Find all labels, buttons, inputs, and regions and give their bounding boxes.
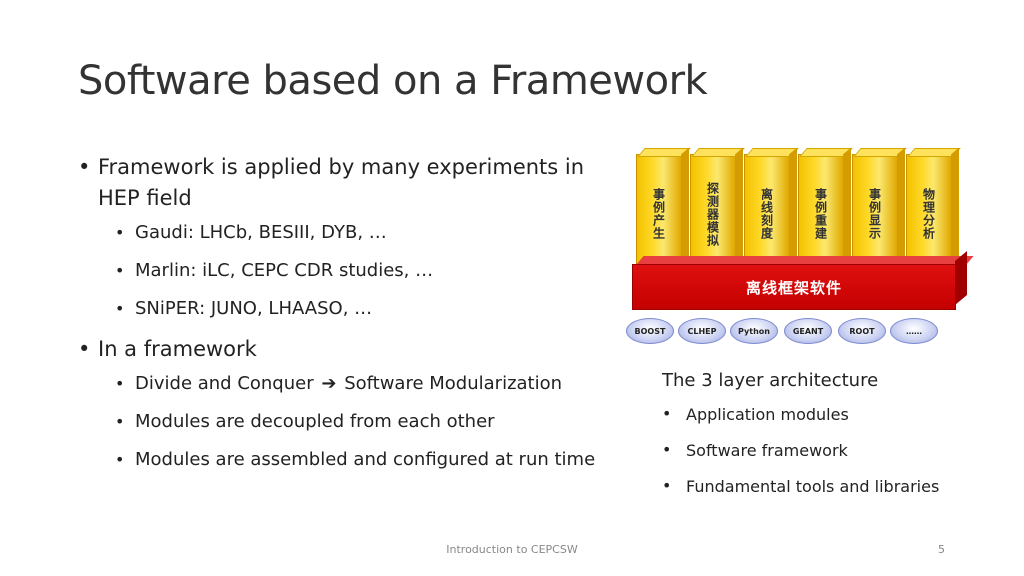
pillar-label: 物理分析 xyxy=(921,188,936,240)
sub-bullet-marlin: Marlin: iLC, CEPC CDR studies, … xyxy=(115,258,618,283)
pillar-offline-calibration: 离线刻度 xyxy=(744,154,790,274)
architecture-description: The 3 layer architecture Application mod… xyxy=(662,368,992,512)
library-row: BOOST CLHEP Python GEANT ROOT …… xyxy=(624,316,964,348)
library-more: …… xyxy=(890,318,938,344)
pillar-label: 事例显示 xyxy=(867,188,882,240)
architecture-diagram: 事例产生 探测器模拟 离线刻度 事例重建 事例显示 物理分析 离线框架软件 BO… xyxy=(624,148,974,358)
pillar-label: 事例产生 xyxy=(651,188,666,240)
sub-bullet-divide-conquer: Divide and Conquer ➔ Software Modulariza… xyxy=(115,371,618,396)
framework-label: 离线框架软件 xyxy=(745,278,842,297)
sub-bullet-assembled: Modules are assembled and configured at … xyxy=(115,447,618,472)
pillar-detector-simulation: 探测器模拟 xyxy=(690,154,736,274)
footer-title: Introduction to CEPCSW xyxy=(446,543,578,556)
modularization-text: Software Modularization xyxy=(344,373,563,394)
pillar-label: 探测器模拟 xyxy=(705,181,720,247)
architecture-item-libraries: Fundamental tools and libraries xyxy=(662,475,992,498)
architecture-item-framework: Software framework xyxy=(662,439,992,462)
pillar-event-display: 事例显示 xyxy=(852,154,898,274)
library-root: ROOT xyxy=(838,318,886,344)
pillar-label: 事例重建 xyxy=(813,188,828,240)
pillar-label: 离线刻度 xyxy=(759,188,774,240)
sub-bullet-sniper: SNiPER: JUNO, LHAASO, … xyxy=(115,296,618,321)
bullet-frameworks: Framework is applied by many experiments… xyxy=(78,152,618,214)
library-clhep: CLHEP xyxy=(678,318,726,344)
framework-slab: 离线框架软件 xyxy=(632,264,956,310)
slide-title: Software based on a Framework xyxy=(78,58,708,104)
right-arrow-icon: ➔ xyxy=(321,373,337,394)
pillar-event-generation: 事例产生 xyxy=(636,154,682,274)
architecture-title: The 3 layer architecture xyxy=(662,370,879,391)
page-number: 5 xyxy=(938,543,945,556)
bullet-in-a-framework: In a framework xyxy=(78,334,618,365)
divide-conquer-text: Divide and Conquer xyxy=(135,373,314,394)
sub-bullet-decoupled: Modules are decoupled from each other xyxy=(115,409,618,434)
library-geant: GEANT xyxy=(784,318,832,344)
library-boost: BOOST xyxy=(626,318,674,344)
sub-bullet-gaudi: Gaudi: LHCb, BESIII, DYB, … xyxy=(115,220,618,245)
bullet-list: Framework is applied by many experiments… xyxy=(78,152,618,485)
architecture-item-applications: Application modules xyxy=(662,403,992,426)
library-python: Python xyxy=(730,318,778,344)
pillar-physics-analysis: 物理分析 xyxy=(906,154,952,274)
